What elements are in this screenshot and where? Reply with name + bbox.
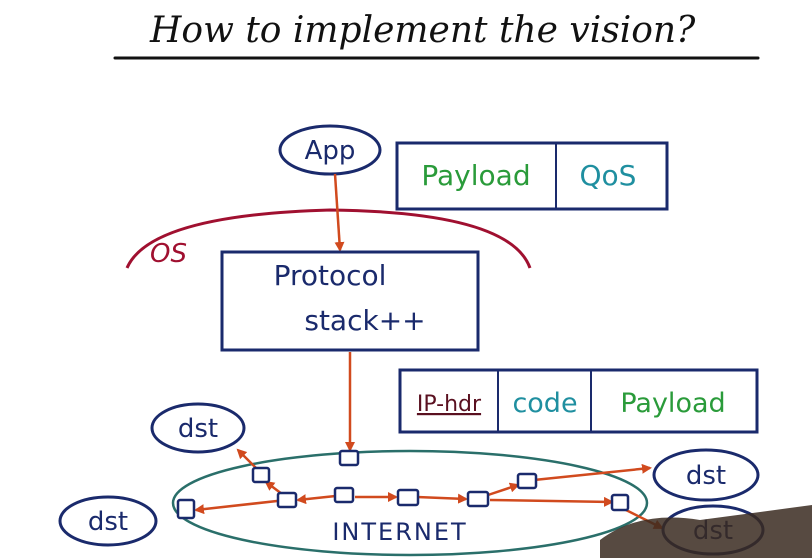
top-packet-payload: Payload [421,159,530,192]
router-node [466,490,490,508]
dst-node-top-left: dst [150,402,246,454]
router-node [276,491,298,509]
top-packet: Payload QoS [395,141,669,211]
internet-label: INTERNET [332,518,467,546]
dst-label: dst [686,461,726,491]
dst-label: dst [88,507,128,537]
os-boundary-arc [125,208,532,269]
top-packet-qos: QoS [580,159,637,192]
bottom-packet-code: code [512,388,577,419]
router-node [516,472,538,490]
app-node: App [278,124,382,176]
router-node [610,493,630,512]
dst-node-left: dst [58,495,158,547]
router-node [396,488,420,507]
diagram-title: How to implement the vision? [149,10,696,51]
dst-node-right-top: dst [652,448,760,502]
protocol-stack-box: Protocol stack++ [220,250,480,352]
app-label: App [305,136,356,166]
protocol-stack-line2: stack++ [304,304,425,337]
router-node [338,449,360,467]
app-to-stack-arrow [333,173,345,252]
protocol-stack-line1: Protocol [274,259,387,292]
bottom-packet: IP-hdr code Payload [398,368,759,434]
os-label: OS [150,239,187,269]
bottom-packet-payload: Payload [620,388,725,419]
pen-hand-shape [600,505,812,558]
router-node [333,486,355,504]
router-node [176,498,196,520]
routers [176,449,630,520]
dst-label: dst [178,414,218,444]
internet-ellipse [171,449,649,557]
router-node [251,466,271,484]
bottom-packet-iphdr: IP-hdr [417,392,482,417]
